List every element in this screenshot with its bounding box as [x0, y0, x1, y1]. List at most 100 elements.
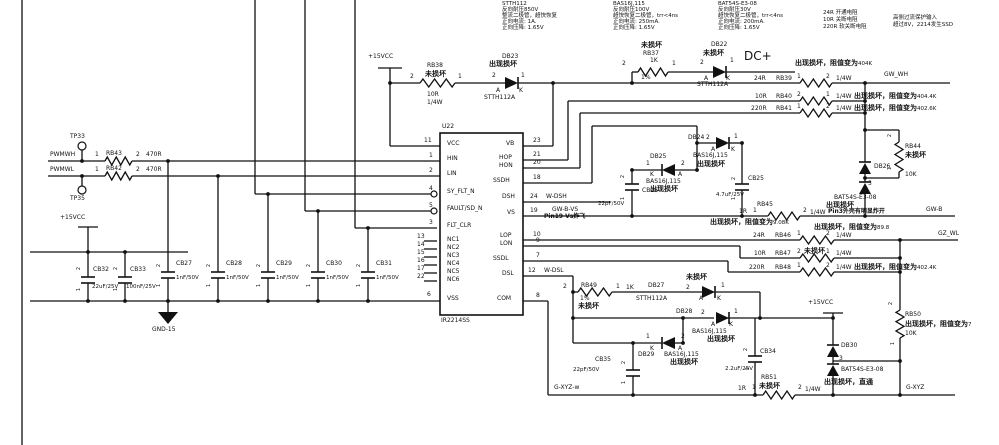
label-g-xyz-w: G-XYZ-w	[554, 384, 580, 391]
label-cb25: CB25	[748, 175, 764, 182]
label-1: 1	[256, 283, 263, 288]
label-5: 5	[429, 202, 433, 209]
label-1-4w: 1/4W	[836, 75, 852, 82]
label-15vcc: +15VCC	[60, 214, 86, 221]
annotation-text: 未损坏	[703, 49, 724, 57]
label-1: 1	[646, 333, 650, 340]
label-rb50: RB50	[905, 311, 921, 318]
annotation-text: Pin3外壳有明显炸开	[828, 208, 885, 215]
annotation-text: 出现损坏	[707, 335, 735, 343]
label-1: 1	[730, 57, 734, 64]
label-15vcc: +15VCC	[368, 53, 394, 60]
label-22uf-25v: 22uF/25V	[92, 284, 119, 290]
label-db27: DB27	[648, 282, 665, 289]
label-stth112: STTH112	[502, 1, 527, 7]
label-rb45: RB45	[757, 201, 773, 208]
annotation-text: 未损坏	[905, 151, 926, 159]
label-7: 7	[536, 252, 540, 259]
label-gw-b: GW-B	[926, 206, 943, 213]
label-bas16j-115: BAS16J,115	[664, 351, 699, 358]
label-stth112a: STTH112A	[636, 295, 668, 302]
label-220r: 220R	[751, 105, 767, 112]
label-17: 17	[417, 265, 425, 272]
label-18: 18	[533, 174, 541, 181]
label-1: 1	[356, 283, 363, 288]
label-rb39: RB39	[776, 75, 792, 82]
label-dsh: DSH	[502, 193, 515, 200]
annotation-text: 出现损坏	[650, 185, 678, 193]
label-470r: 470R	[146, 166, 162, 173]
label-ssdh: SSDH	[493, 177, 510, 184]
label-2: 2	[681, 160, 685, 167]
label-1-4w: 1/4W	[836, 232, 852, 239]
label-402-4k: 402.4K	[917, 265, 937, 271]
label-2: 2	[156, 263, 163, 268]
label-1: 1	[206, 283, 213, 288]
label-1: 1	[797, 73, 801, 80]
annotation-text: 出现损坏，直通	[824, 378, 873, 386]
label-24r: 24R	[754, 75, 766, 82]
label-gw-b-vs: GW-B-VS	[552, 206, 579, 213]
label-k: K	[650, 345, 654, 352]
label-1-4w: 1/4W	[836, 93, 852, 100]
label-9-08k: 9.08K	[773, 220, 789, 226]
label-470r: 470R	[146, 151, 162, 158]
label-2-2uf-25v: 2.2uF/25V	[725, 366, 754, 372]
annotation-text: 正向压降: 1.65V	[718, 25, 760, 31]
label-cb35: CB35	[595, 356, 611, 363]
label-1: 1	[731, 196, 738, 201]
label-ir2214ss: IR2214SS	[441, 317, 470, 324]
annotation-text: 出现损坏，阻值变为	[905, 320, 968, 328]
label-2: 2	[136, 151, 140, 158]
label-rb38: RB38	[427, 62, 443, 69]
annotation-text: 出现损坏，阻值变为	[854, 104, 917, 112]
label-vcc: VCC	[447, 140, 460, 147]
label-2: 2	[621, 360, 628, 365]
label-db26: DB26	[874, 163, 891, 170]
annotation-text: 整流二极管，超快恢复	[502, 13, 558, 19]
label-cb31: CB31	[376, 260, 392, 267]
label-2: 2	[798, 384, 802, 391]
label-15: 15	[417, 249, 425, 256]
label-1: 1	[734, 133, 738, 140]
label-2: 2	[826, 230, 830, 237]
label-22pf-50v: 22pF/50V	[573, 367, 600, 373]
label-db29: DB29	[638, 351, 655, 358]
label-1: 1	[745, 366, 752, 371]
label-2: 2	[701, 309, 705, 316]
label-cb32: CB32	[93, 266, 109, 273]
label-rb42: RB42	[106, 165, 122, 172]
label-2: 2	[826, 262, 830, 269]
label-vs: VS	[507, 209, 515, 216]
label-1r: 1R	[739, 208, 747, 215]
annotation-text: 正向电流: 1A.	[502, 19, 537, 25]
label-1: 1	[620, 196, 627, 201]
label-2: 2	[136, 166, 140, 173]
label-1: 1	[306, 283, 313, 288]
label-2: 2	[743, 347, 750, 352]
label-1nf-50v: 1nF/50V	[176, 275, 199, 281]
label-22: 22	[417, 273, 425, 280]
label-10r: 10R	[427, 91, 439, 98]
label-cb28: CB28	[226, 260, 242, 267]
label-3: 3	[429, 219, 433, 226]
label-1: 1	[826, 248, 830, 255]
label-a: A	[704, 75, 709, 82]
annotation-text: Pin19 Vs炸飞	[544, 213, 586, 220]
label-1nf-50v: 1nF/50V	[226, 275, 249, 281]
label-1: 1	[616, 283, 620, 290]
label-24: 24	[530, 193, 538, 200]
label-bas16j-115: BAS16J,115	[693, 152, 728, 159]
label-db28: DB28	[676, 308, 693, 315]
label-22pf-50v: 22pF/50V	[598, 201, 625, 207]
label-404-4k: 404.4K	[917, 94, 937, 100]
label-2: 2	[681, 333, 685, 340]
label-sy-flt-n: SY_FLT_N	[447, 188, 475, 195]
label-bat54s-e3-08: BAT54S-E3-08	[834, 194, 877, 201]
label-vss: VSS	[447, 295, 459, 302]
label-15vcc: +15VCC	[808, 299, 834, 306]
label-7: 7	[968, 322, 972, 328]
annotation-text: 出现损坏	[697, 160, 725, 168]
annotation-text: 未损坏	[578, 302, 599, 310]
